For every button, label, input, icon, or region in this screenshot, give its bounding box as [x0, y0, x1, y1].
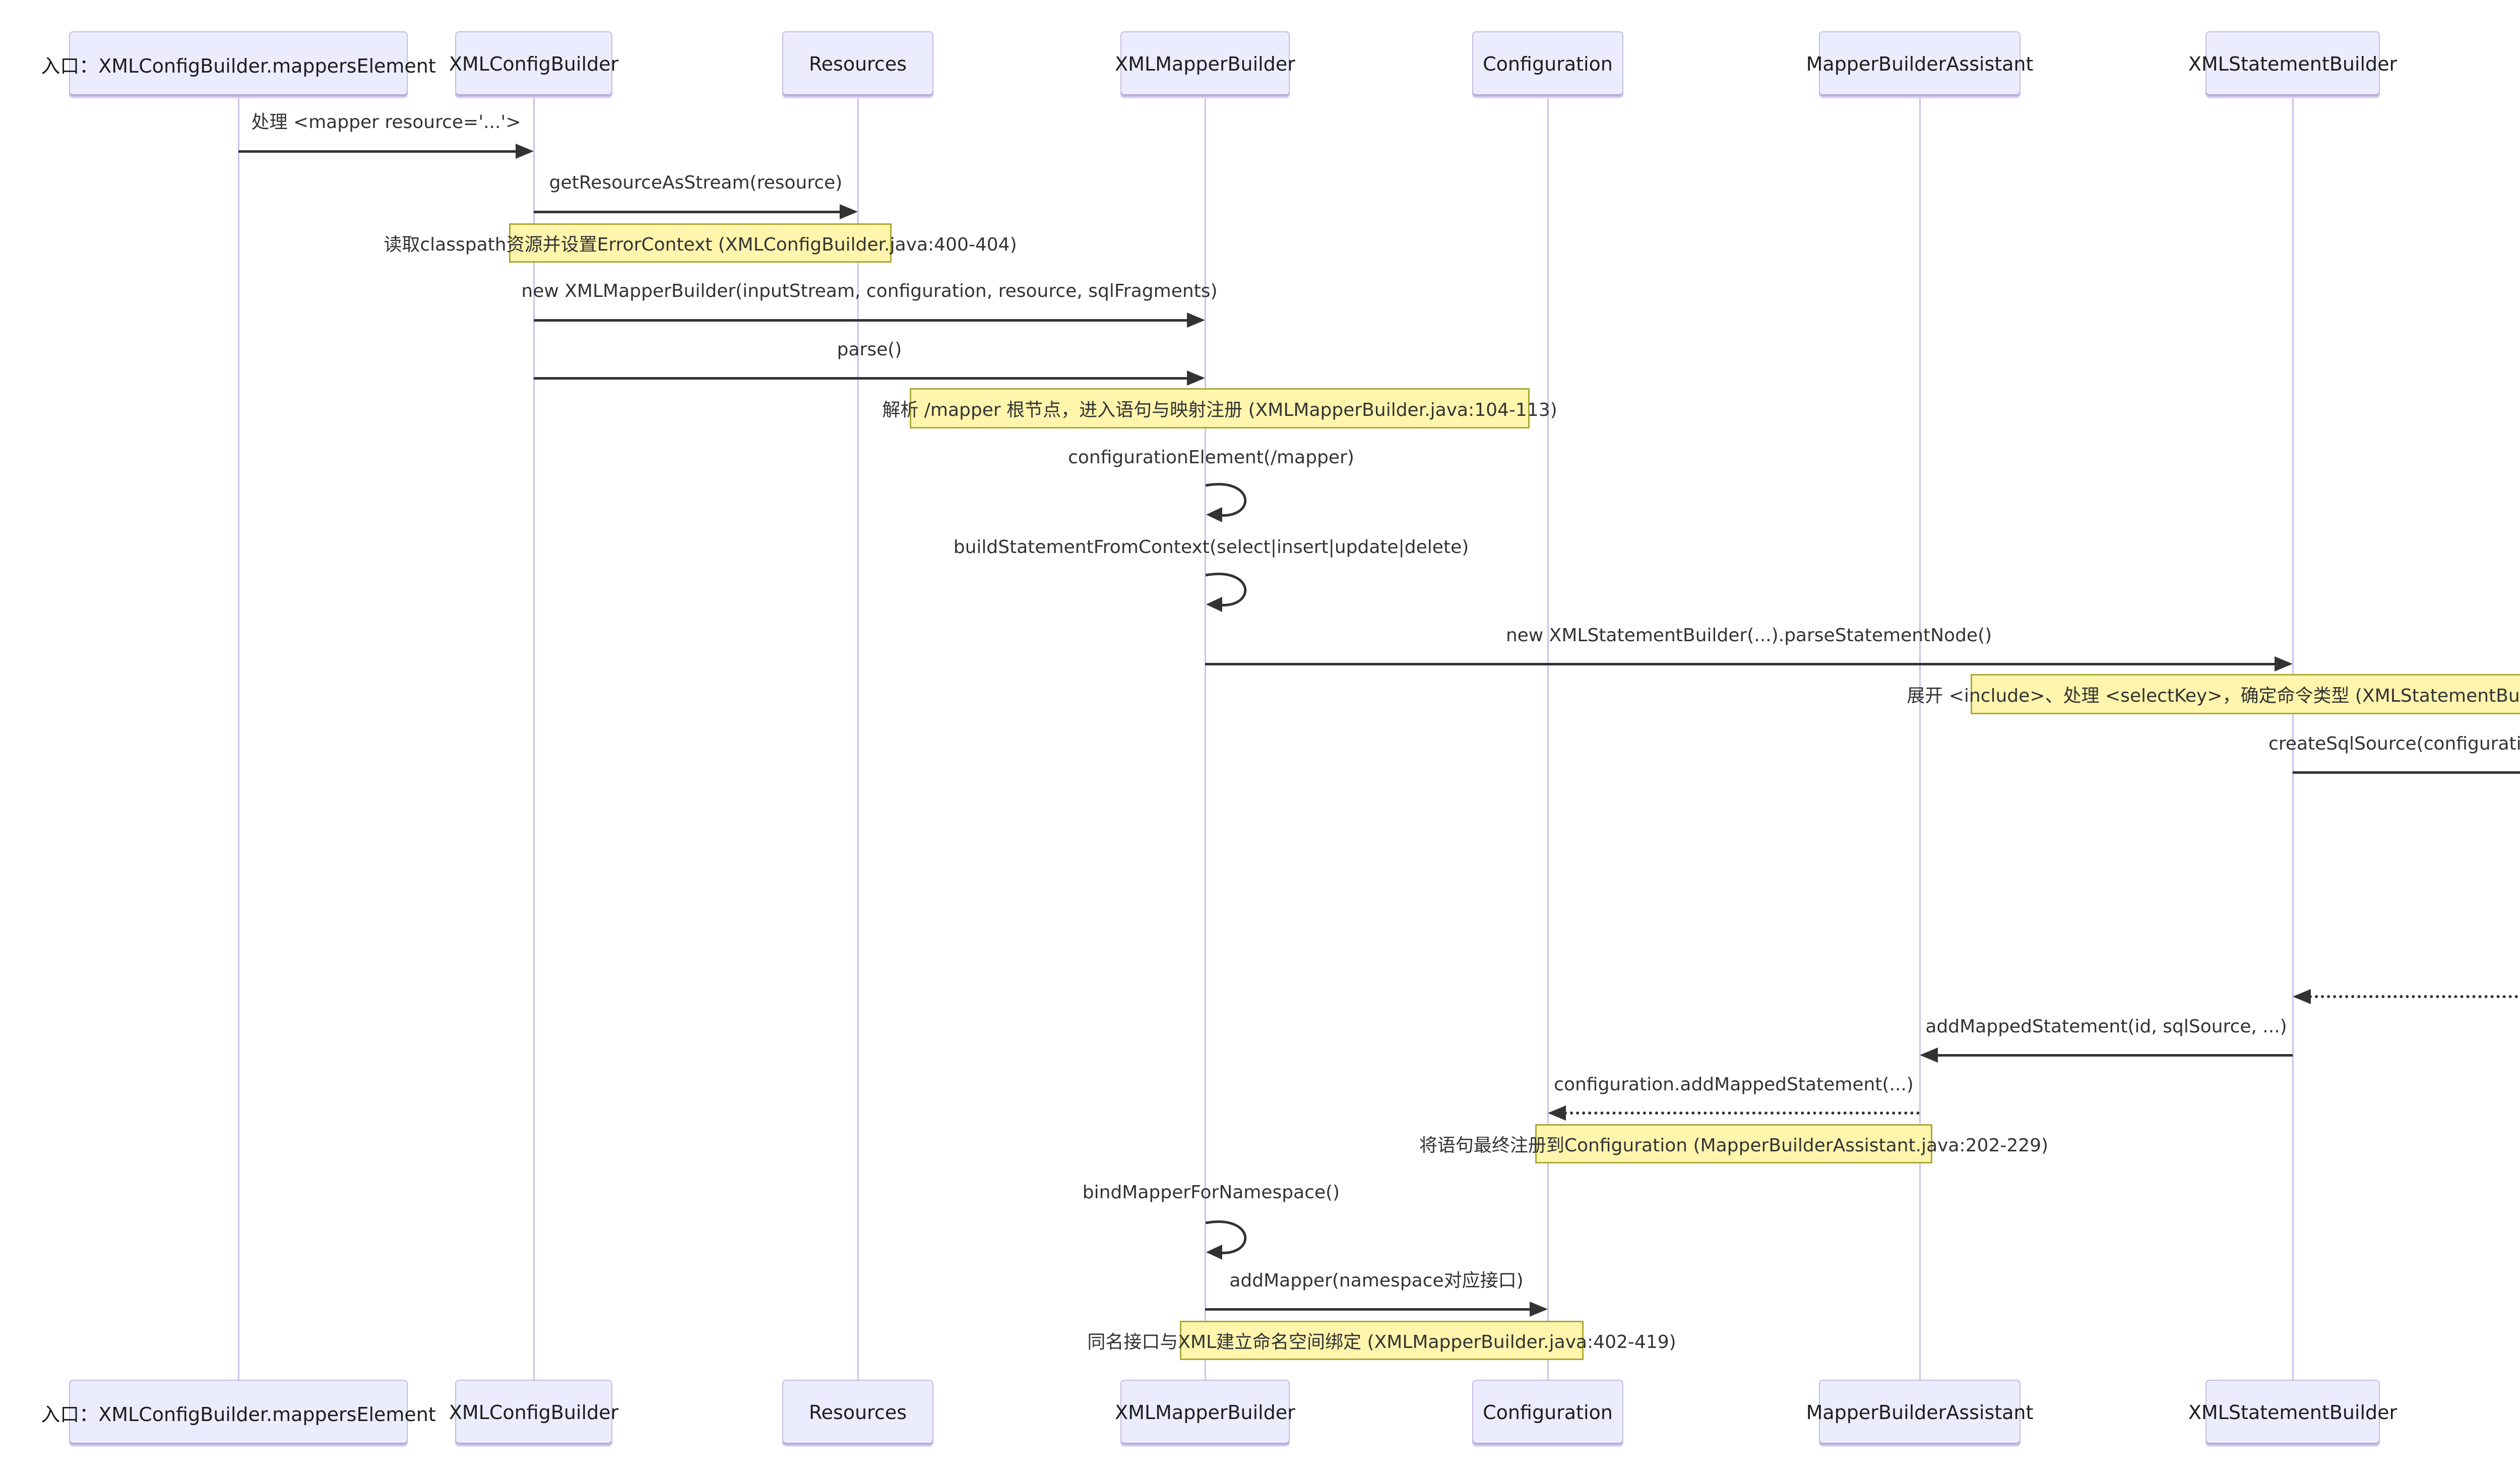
participant-bottom-entry-label: 入口：XMLConfigBuilder.mappersElement: [41, 1403, 436, 1426]
note-text-2: 读取classpath资源并设置ErrorContext (XMLConfigB…: [384, 234, 1017, 255]
message-label-16: configuration.addMappedStatement(...): [1554, 1074, 1914, 1095]
arrowhead-16: [1548, 1105, 1566, 1121]
participant-top-entry: 入口：XMLConfigBuilder.mappersElement: [41, 31, 436, 97]
self-loop-arrow: [1205, 573, 1247, 612]
message-label-4: parse(): [837, 339, 902, 360]
participant-bottom-mapperbuilderassistant: MapperBuilderAssistant: [1806, 1380, 2033, 1445]
participant-top-entry-label: 入口：XMLConfigBuilder.mappersElement: [41, 54, 436, 77]
participant-top-xmlstatementbuilder: XMLStatementBuilder: [2188, 31, 2397, 97]
participant-bottom-xmlstatementbuilder: XMLStatementBuilder: [2188, 1380, 2397, 1445]
lifeline-xmlmapperbuilder: [1204, 96, 1206, 1380]
note-text-9: 展开 <include>、处理 <selectKey>，确定命令类型 (XMLS…: [1907, 686, 2520, 706]
participant-bottom-entry: 入口：XMLConfigBuilder.mappersElement: [41, 1380, 436, 1445]
arrowhead-0: [516, 144, 534, 159]
participant-top-configuration: Configuration: [1472, 31, 1623, 97]
message-line-19: [1205, 1308, 1532, 1311]
note-text-5: 解析 /mapper 根节点，进入语句与映射注册 (XMLMapperBuild…: [882, 400, 1557, 420]
self-message-label-6: configurationElement(/mapper): [1068, 447, 1354, 468]
note-9: 展开 <include>、处理 <selectKey>，确定命令类型 (XMLS…: [1907, 674, 2520, 714]
message-label-8: new XMLStatementBuilder(...).parseStatem…: [1505, 625, 1992, 646]
participant-top-xmlconfigbuilder-label: XMLConfigBuilder: [449, 53, 619, 75]
lifeline-resources: [857, 96, 859, 1380]
arrowhead-3: [1187, 313, 1205, 328]
self-message-label-18: bindMapperForNamespace(): [1082, 1182, 1340, 1203]
lifeline-entry: [237, 96, 239, 1380]
participant-top-xmlmapperbuilder: XMLMapperBuilder: [1115, 31, 1295, 97]
arrowhead-15: [1920, 1048, 1938, 1063]
participant-top-resources: Resources: [782, 31, 933, 97]
arrowhead-4: [1187, 371, 1205, 386]
participant-top-xmlmapperbuilder-label: XMLMapperBuilder: [1115, 53, 1295, 75]
self-loop-arrow: [1205, 483, 1247, 522]
arrowhead-14: [2293, 989, 2311, 1004]
participant-top-xmlconfigbuilder: XMLConfigBuilder: [449, 31, 618, 97]
lifeline-xmlconfigbuilder: [533, 96, 535, 1380]
self-loop-arrow: [1205, 1220, 1247, 1260]
message-label-15: addMappedStatement(id, sqlSource, ...): [1925, 1016, 2287, 1037]
note-2: 读取classpath资源并设置ErrorContext (XMLConfigB…: [384, 223, 1017, 263]
participant-bottom-xmlmapperbuilder-label: XMLMapperBuilder: [1115, 1401, 1295, 1424]
participant-bottom-xmlstatementbuilder-label: XMLStatementBuilder: [2188, 1401, 2398, 1424]
note-17: 将语句最终注册到Configuration (MapperBuilderAssi…: [1419, 1124, 2048, 1163]
participant-bottom-xmlmapperbuilder: XMLMapperBuilder: [1115, 1380, 1295, 1445]
participant-top-resources-label: Resources: [808, 53, 907, 75]
lifeline-mapperbuilderassistant: [1919, 96, 1921, 1380]
message-label-19: addMapper(namespace对应接口): [1229, 1270, 1524, 1291]
arrowhead-1: [840, 204, 858, 219]
self-message-label-7: buildStatementFromContext(select|insert|…: [953, 537, 1469, 558]
message-line-16: [1564, 1112, 1920, 1115]
message-label-3: new XMLMapperBuilder(inputStream, config…: [521, 281, 1218, 301]
message-line-10: [2293, 771, 2520, 774]
message-label-0: 处理 <mapper resource='...'>: [251, 112, 521, 133]
participant-top-mapperbuilderassistant-label: MapperBuilderAssistant: [1806, 53, 2034, 75]
message-line-8: [1205, 663, 2277, 665]
arrowhead-19: [1530, 1302, 1548, 1317]
lifeline-configuration: [1547, 96, 1549, 1380]
participant-bottom-configuration-label: Configuration: [1483, 1401, 1613, 1424]
note-20: 同名接口与XML建立命名空间绑定 (XMLMapperBuilder.java:…: [1087, 1321, 1676, 1360]
message-label-1: getResourceAsStream(resource): [549, 172, 843, 193]
message-line-14: [2309, 995, 2520, 998]
participant-bottom-configuration: Configuration: [1472, 1380, 1623, 1445]
participant-top-xmlstatementbuilder-label: XMLStatementBuilder: [2188, 53, 2398, 75]
participant-top-mapperbuilderassistant: MapperBuilderAssistant: [1806, 31, 2033, 97]
message-label-10: createSqlSource(configuration, XNode, pa…: [2269, 733, 2520, 754]
participant-bottom-xmlconfigbuilder-label: XMLConfigBuilder: [449, 1401, 619, 1424]
arrowhead-8: [2275, 656, 2293, 671]
message-line-1: [534, 211, 842, 213]
participant-top-configuration-label: Configuration: [1483, 53, 1613, 75]
message-line-4: [534, 377, 1189, 380]
message-line-15: [1936, 1054, 2293, 1057]
note-5: 解析 /mapper 根节点，进入语句与映射注册 (XMLMapperBuild…: [882, 388, 1557, 428]
participant-bottom-resources-label: Resources: [808, 1401, 907, 1424]
note-text-17: 将语句最终注册到Configuration (MapperBuilderAssi…: [1419, 1135, 2049, 1156]
participant-bottom-resources: Resources: [782, 1380, 933, 1445]
note-text-20: 同名接口与XML建立命名空间绑定 (XMLMapperBuilder.java:…: [1087, 1332, 1676, 1352]
lifeline-xmlstatementbuilder: [2292, 96, 2294, 1380]
message-line-3: [534, 319, 1189, 322]
participant-bottom-xmlconfigbuilder: XMLConfigBuilder: [449, 1380, 618, 1445]
message-line-0: [238, 150, 518, 153]
participant-bottom-mapperbuilderassistant-label: MapperBuilderAssistant: [1806, 1401, 2034, 1424]
